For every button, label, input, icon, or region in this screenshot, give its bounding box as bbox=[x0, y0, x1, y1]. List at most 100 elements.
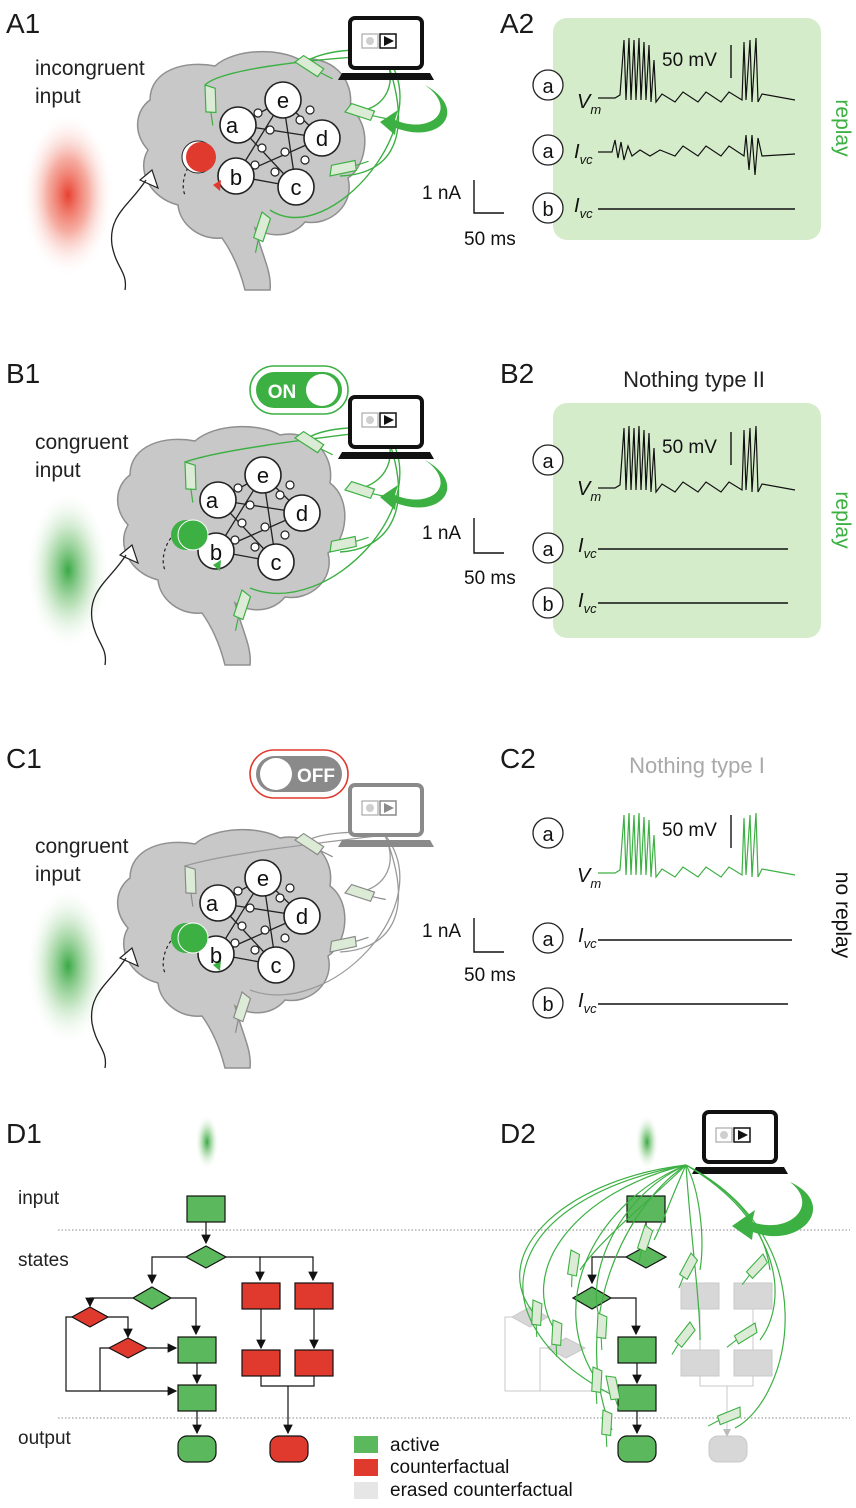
c1-neuron-label: c bbox=[271, 953, 282, 978]
d1-stimulus-blob bbox=[195, 1114, 219, 1170]
c2-row2-badge bbox=[532, 922, 564, 954]
a1-neuron-label: a bbox=[226, 113, 239, 138]
a1-sensor-red bbox=[186, 142, 216, 172]
a2-trace-rows: a a b bbox=[532, 69, 564, 224]
b2-title: Nothing type II bbox=[623, 367, 765, 392]
a2-scale-ms: 50 ms bbox=[464, 229, 516, 250]
b1-neuron-label: a bbox=[206, 488, 219, 513]
b1-stimulus-blob bbox=[26, 490, 110, 650]
c2-scale-mv: 50 mV bbox=[662, 820, 717, 841]
a1-neuron-label: d bbox=[316, 126, 328, 151]
c2-ivc-label-2: Ivc bbox=[578, 990, 597, 1016]
b2-row3-badge bbox=[532, 587, 564, 619]
b1-toggle-on[interactable]: ON bbox=[249, 365, 349, 415]
c1-toggle-label: OFF bbox=[297, 766, 335, 787]
panel-label-d2: D2 bbox=[500, 1118, 536, 1149]
b2-row2-badge bbox=[532, 532, 564, 564]
c2-row3-badge bbox=[532, 987, 564, 1019]
a2-vm-label: Vm bbox=[577, 91, 601, 117]
d2-stimulus-blob bbox=[635, 1114, 659, 1170]
legend-label-erased: erased counterfactual bbox=[390, 1480, 573, 1501]
b2-scale-ms: 50 ms bbox=[464, 568, 516, 589]
b2-scale-bar bbox=[473, 518, 504, 554]
b1-sensor-green-2 bbox=[177, 519, 209, 551]
a1-neuron-label: b bbox=[230, 165, 242, 190]
b2-ivc-label-2: Ivc bbox=[578, 590, 597, 616]
legend-swatch-active bbox=[354, 1436, 378, 1453]
d1-row-input: input bbox=[18, 1188, 60, 1209]
a2-replay-label: replay bbox=[831, 99, 854, 157]
b1-toggle-label: ON bbox=[268, 382, 297, 403]
a1-neuron-label: c bbox=[291, 175, 302, 200]
panel-label-c2: C2 bbox=[500, 743, 536, 774]
c1-neuron-label: d bbox=[296, 904, 308, 929]
a1-stimulus-blob bbox=[22, 113, 114, 277]
c2-no-replay-label: no replay bbox=[831, 872, 854, 959]
c2-vm-label: Vm bbox=[577, 865, 601, 891]
a1-input-text-2: input bbox=[35, 85, 81, 108]
b2-row3-cell-label: b bbox=[542, 594, 553, 616]
panel-label-a1: A1 bbox=[6, 8, 40, 39]
legend-swatch-erased bbox=[354, 1482, 378, 1499]
c2-ivc-label-1: Ivc bbox=[578, 925, 597, 951]
c2-row1-cell-label: a bbox=[542, 824, 554, 846]
c1-toggle-off[interactable]: OFF bbox=[249, 749, 349, 799]
b2-scale-mv: 50 mV bbox=[662, 437, 717, 458]
legend-label-active: active bbox=[390, 1435, 440, 1456]
panel-label-a2: A2 bbox=[500, 8, 534, 39]
b1-neuron-label: d bbox=[296, 501, 308, 526]
a2-scale-na: 1 nA bbox=[422, 183, 461, 204]
a2-scale-mv: 50 mV bbox=[662, 50, 717, 71]
d1-row-output: output bbox=[18, 1428, 72, 1449]
legend-label-counterfactual: counterfactual bbox=[390, 1457, 509, 1478]
d2-active-flowchart bbox=[571, 1195, 668, 1463]
panel-label-d1: D1 bbox=[6, 1118, 42, 1149]
b2-vm-label: Vm bbox=[577, 478, 601, 504]
b1-input-text-2: input bbox=[35, 459, 81, 482]
c1-input-text-2: input bbox=[35, 863, 81, 886]
a2-ivc-label-1: Ivc bbox=[574, 141, 593, 167]
a2-ivc-trace-1 bbox=[598, 134, 796, 176]
c2-row2-cell-label: a bbox=[542, 929, 554, 951]
legend: active counterfactual erased counterfact… bbox=[354, 1435, 573, 1501]
b2-scale-na: 1 nA bbox=[422, 523, 461, 544]
b2-vm-trace bbox=[598, 425, 796, 494]
a1-replay-arrow-icon bbox=[380, 85, 448, 135]
c2-scale-bar bbox=[473, 918, 504, 953]
c2-scale-na: 1 nA bbox=[422, 921, 461, 942]
d2-laptop-icon bbox=[690, 1110, 790, 1176]
a2-row1-cell-label: a bbox=[542, 76, 554, 98]
c2-title: Nothing type I bbox=[629, 753, 765, 778]
a2-scale-bar bbox=[473, 180, 504, 214]
b1-synapse-green bbox=[213, 560, 221, 571]
b1-neuron-label: b bbox=[210, 540, 222, 565]
b1-laptop-icon bbox=[336, 395, 436, 461]
c1-stimulus-blob bbox=[26, 886, 110, 1046]
d2-replay-arrow-icon bbox=[732, 1182, 814, 1240]
c1-sensor-green-2 bbox=[177, 922, 209, 954]
b2-replay-label: replay bbox=[831, 491, 854, 549]
a2-row2-cell-label: a bbox=[542, 141, 554, 163]
panel-label-b2: B2 bbox=[500, 358, 534, 389]
b2-ivc-label-1: Ivc bbox=[578, 535, 597, 561]
c2-row3-cell-label: b bbox=[542, 994, 553, 1016]
a1-neuron-label: e bbox=[277, 88, 289, 113]
c1-input-text-1: congruent bbox=[35, 835, 129, 858]
b2-row1-cell-label: a bbox=[542, 451, 554, 473]
b1-neuron-label: e bbox=[257, 463, 269, 488]
c1-neuron-label: b bbox=[210, 943, 222, 968]
b1-neuron-label: c bbox=[271, 550, 282, 575]
d1-flowchart bbox=[65, 1195, 334, 1463]
a2-vm-trace bbox=[598, 37, 796, 104]
d1-row-states: states bbox=[18, 1250, 69, 1271]
a1-input-text-1: incongruent bbox=[35, 57, 145, 80]
b1-input-text-1: congruent bbox=[35, 431, 129, 454]
c1-neuron-label: e bbox=[257, 866, 269, 891]
legend-swatch-counterfactual bbox=[354, 1459, 378, 1476]
c1-neuron-label: a bbox=[206, 891, 219, 916]
c2-scale-ms: 50 ms bbox=[464, 965, 516, 986]
panel-label-c1: C1 bbox=[6, 743, 42, 774]
c2-vm-trace bbox=[598, 812, 796, 879]
a2-ivc-label-2: Ivc bbox=[574, 195, 593, 221]
